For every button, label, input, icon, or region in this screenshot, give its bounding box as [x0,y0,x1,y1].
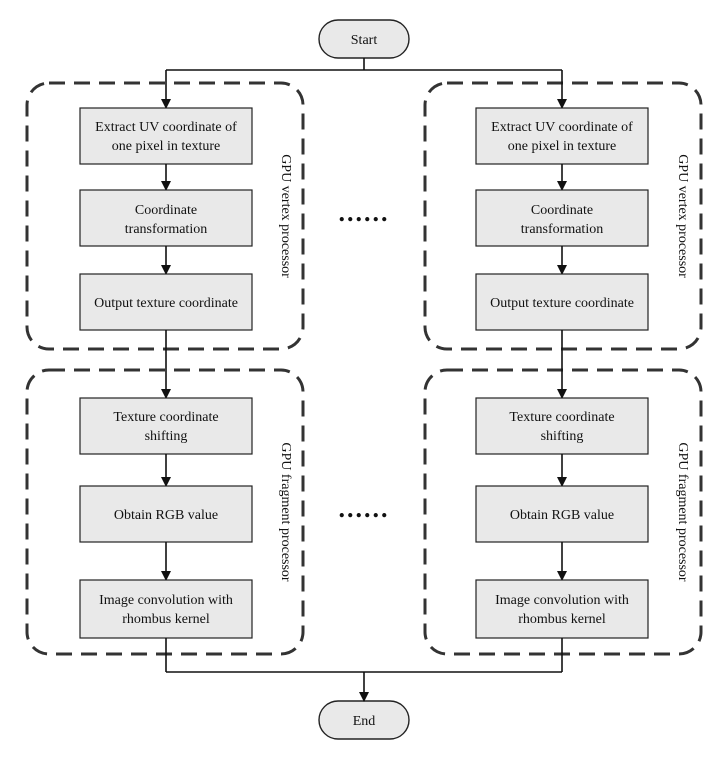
right-extract-uv-line1: Extract UV coordinate of [491,120,633,135]
right-fragment-processor-group [423,368,703,656]
left-fragment-processor-group [25,368,305,656]
left-extract-uv-line2: one pixel in texture [112,139,220,154]
right-image-convolution-line1: Image convolution with [495,593,629,608]
left-obtain-rgb-label: Obtain RGB value [114,508,218,523]
right-coordinate-transformation-line1: Coordinate [531,203,593,218]
end-label: End [353,714,376,729]
left-coordinate-transformation-line2: transformation [125,222,207,237]
left-extract-uv-box [79,107,253,165]
right-texture-shifting-line1: Texture coordinate [509,410,614,425]
left-image-convolution-line2: rhombus kernel [122,612,210,627]
start-label: Start [351,33,378,48]
left-extract-uv-line1: Extract UV coordinate of [95,120,237,135]
right-obtain-rgb-label: Obtain RGB value [510,508,614,523]
right-extract-uv-box [475,107,649,165]
left-texture-shifting-line1: Texture coordinate [113,410,218,425]
left-coordinate-transformation-line1: Coordinate [135,203,197,218]
right-image-convolution-line2: rhombus kernel [518,612,606,627]
right-extract-uv-line2: one pixel in texture [508,139,616,154]
left-vertex-processor-group [25,81,305,351]
right-texture-shifting-line2: shifting [541,429,584,444]
right-image-convolution-box [475,579,649,639]
right-vertex-processor-group [423,81,703,351]
left-output-texture-coordinate-label: Output texture coordinate [94,296,238,311]
right-fragment-processor-label: GPU fragment processor [675,442,690,582]
left-image-convolution-line1: Image convolution with [99,593,233,608]
right-vertex-processor-label: GPU vertex processor [675,154,690,278]
left-coordinate-transformation-box [79,189,253,247]
right-texture-shifting-box [475,397,649,455]
right-output-texture-coordinate-label: Output texture coordinate [490,296,634,311]
right-coordinate-transformation-box [475,189,649,247]
fragment-ellipsis: ...... [339,494,390,523]
right-output-texture-coordinate-box [475,273,649,331]
left-texture-shifting-line2: shifting [145,429,188,444]
right-coordinate-transformation-line2: transformation [521,222,603,237]
left-fragment-processor-label: GPU fragment processor [278,442,293,582]
left-texture-shifting-box [79,397,253,455]
left-image-convolution-box [79,579,253,639]
left-obtain-rgb-box [79,485,253,543]
left-vertex-processor-label: GPU vertex processor [278,154,293,278]
vertex-ellipsis: ...... [339,198,390,227]
right-obtain-rgb-box [475,485,649,543]
